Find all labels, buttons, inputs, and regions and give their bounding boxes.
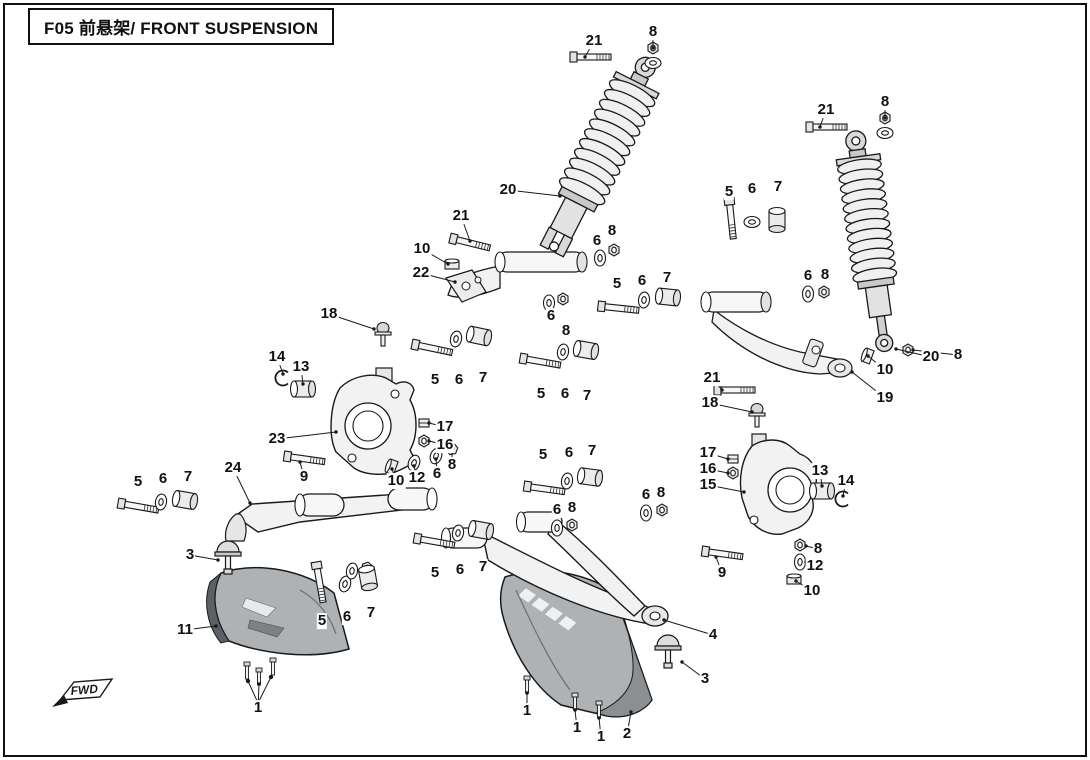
nut <box>879 111 891 125</box>
steering-knuckle-left <box>330 367 417 475</box>
bushing <box>170 489 200 511</box>
guard-logo-mark <box>518 588 577 631</box>
nut <box>444 441 460 457</box>
bolt <box>410 338 454 358</box>
spacer <box>859 346 875 365</box>
bushing <box>357 563 379 593</box>
shock-absorber-right <box>835 130 898 353</box>
ball-joint <box>748 402 766 428</box>
washer <box>639 504 653 522</box>
nut <box>418 434 430 448</box>
bolt <box>723 196 739 240</box>
nut <box>902 343 914 357</box>
screw <box>523 675 531 694</box>
washer <box>593 249 607 267</box>
guard-left <box>206 566 350 656</box>
steering-knuckle-right <box>739 433 818 535</box>
bushing <box>768 206 786 234</box>
nut <box>557 292 569 306</box>
bushing <box>464 325 494 347</box>
shock-absorber-front <box>539 56 660 258</box>
washer <box>876 126 894 140</box>
washer <box>644 56 662 70</box>
nut <box>647 41 659 55</box>
spacer <box>444 258 460 270</box>
bolt <box>700 545 744 563</box>
lower-control-arm-left <box>224 487 438 542</box>
ball-joint <box>374 321 392 347</box>
washer <box>555 342 571 362</box>
washer <box>793 553 807 571</box>
screw <box>255 667 263 686</box>
static-leaders <box>245 674 274 704</box>
bolt <box>713 384 756 396</box>
bolt <box>522 480 566 498</box>
title-box: F05 前悬架/ FRONT SUSPENSION <box>28 8 335 45</box>
washer <box>801 285 815 303</box>
washer <box>559 471 575 491</box>
upper-control-arm-right <box>700 291 853 378</box>
spacer <box>786 573 802 585</box>
bolt <box>116 497 160 516</box>
bolt <box>518 352 562 371</box>
bolt <box>596 300 640 316</box>
bolt <box>569 51 612 63</box>
page-title: F05 前悬架/ FRONT SUSPENSION <box>44 19 319 38</box>
fwd-marker: FWD <box>52 678 114 707</box>
washer <box>743 215 761 229</box>
nut <box>794 538 806 552</box>
circlip <box>274 369 289 387</box>
screw <box>243 661 251 680</box>
bushing <box>575 466 605 488</box>
bushing <box>808 482 836 500</box>
nut <box>656 503 668 517</box>
nut <box>818 285 830 299</box>
fwd-label: FWD <box>70 682 99 698</box>
nut <box>608 243 620 257</box>
bushing <box>571 339 601 361</box>
washer <box>542 294 556 312</box>
clip <box>727 454 739 464</box>
washer <box>637 290 651 310</box>
ball-joint-large <box>654 634 682 669</box>
bolt <box>448 232 492 254</box>
washer <box>448 329 464 349</box>
screw <box>269 657 277 676</box>
circlip <box>834 490 849 508</box>
clip <box>418 418 430 428</box>
bushing <box>654 287 682 307</box>
washer <box>550 519 564 537</box>
bolt <box>805 121 848 133</box>
nut <box>566 518 578 532</box>
nut <box>727 466 739 480</box>
bushing <box>289 380 317 398</box>
washer <box>427 446 445 466</box>
bolt <box>282 450 326 468</box>
